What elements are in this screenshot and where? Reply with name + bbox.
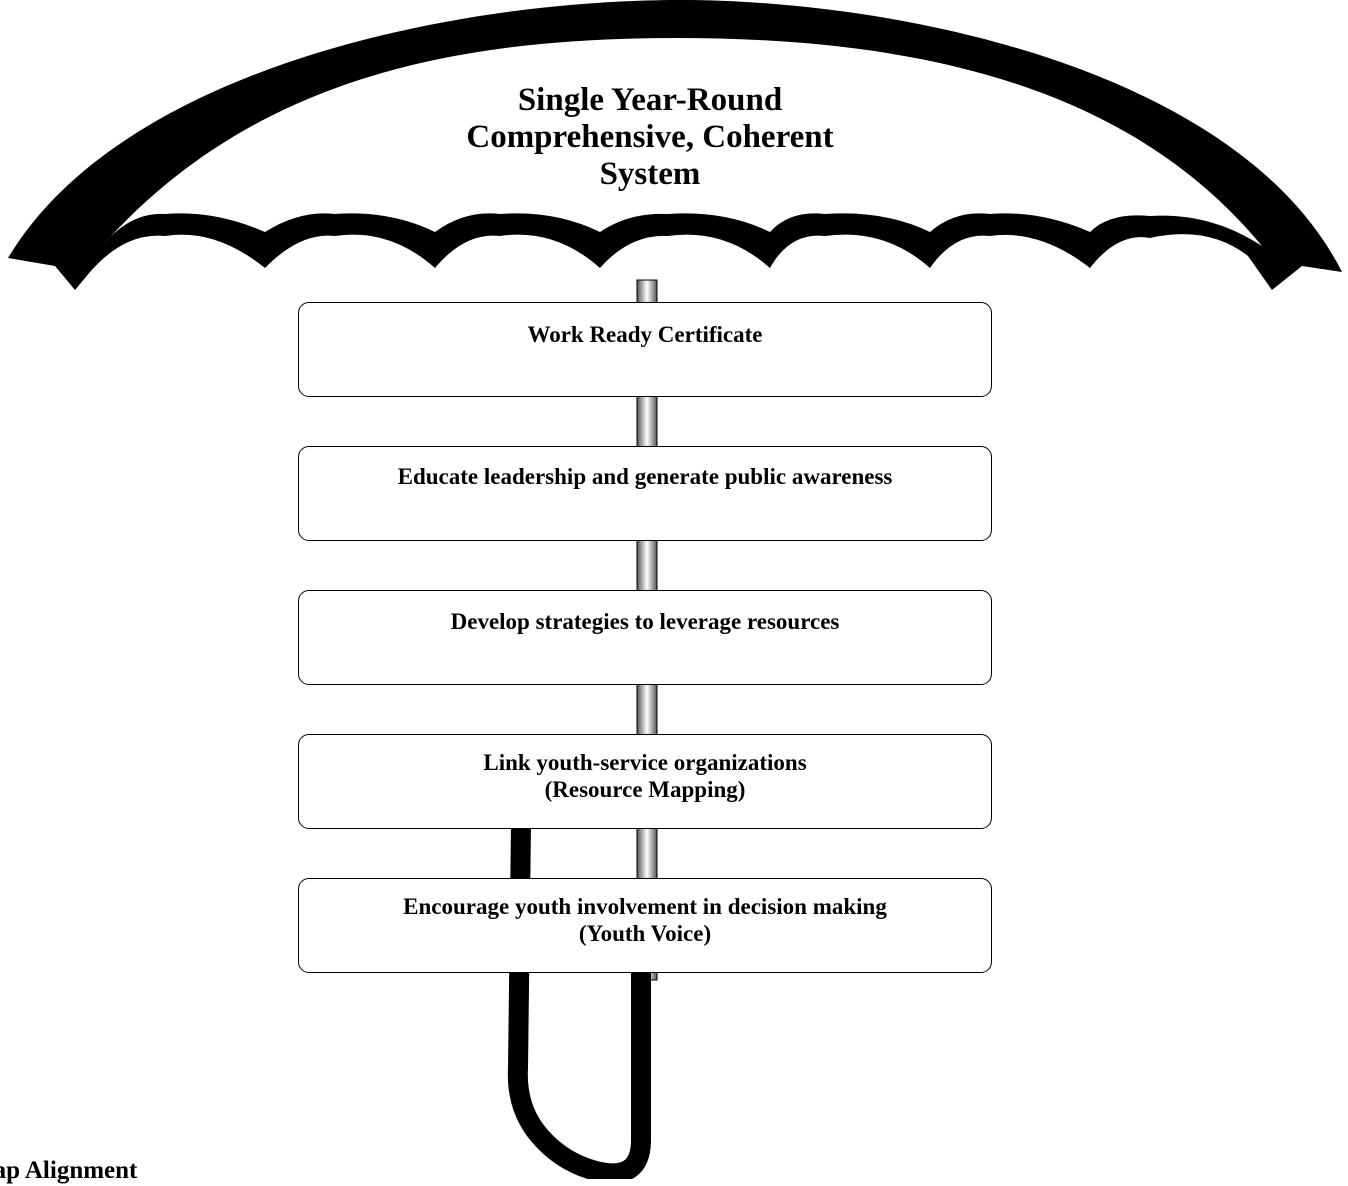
step-sublabel: (Youth Voice) xyxy=(578,921,712,946)
step-box-link-organizations: Link youth-service organizations (Resour… xyxy=(298,734,992,829)
umbrella-handle xyxy=(507,734,651,1179)
step-box-work-ready-certificate: Work Ready Certificate xyxy=(298,302,992,397)
footer-heading: Map Alignment xyxy=(0,1157,138,1184)
step-sublabel: (Resource Mapping) xyxy=(544,777,746,802)
step-box-educate-leadership: Educate leadership and generate public a… xyxy=(298,446,992,541)
step-label: Encourage youth involvement in decision … xyxy=(403,894,887,919)
umbrella-title: Single Year-Round Comprehensive, Coheren… xyxy=(400,82,900,193)
title-line-1: Single Year-Round xyxy=(517,82,783,118)
title-line-2: Comprehensive, Coherent xyxy=(466,119,834,155)
step-label: Work Ready Certificate xyxy=(527,322,763,347)
step-box-develop-strategies: Develop strategies to leverage resources xyxy=(298,590,992,685)
title-line-3: System xyxy=(599,156,701,192)
step-label: Educate leadership and generate public a… xyxy=(397,464,893,489)
step-label: Develop strategies to leverage resources xyxy=(450,609,840,634)
umbrella-canopy xyxy=(8,0,1342,290)
step-label: Link youth-service organizations xyxy=(483,750,807,775)
step-box-youth-involvement: Encourage youth involvement in decision … xyxy=(298,878,992,973)
